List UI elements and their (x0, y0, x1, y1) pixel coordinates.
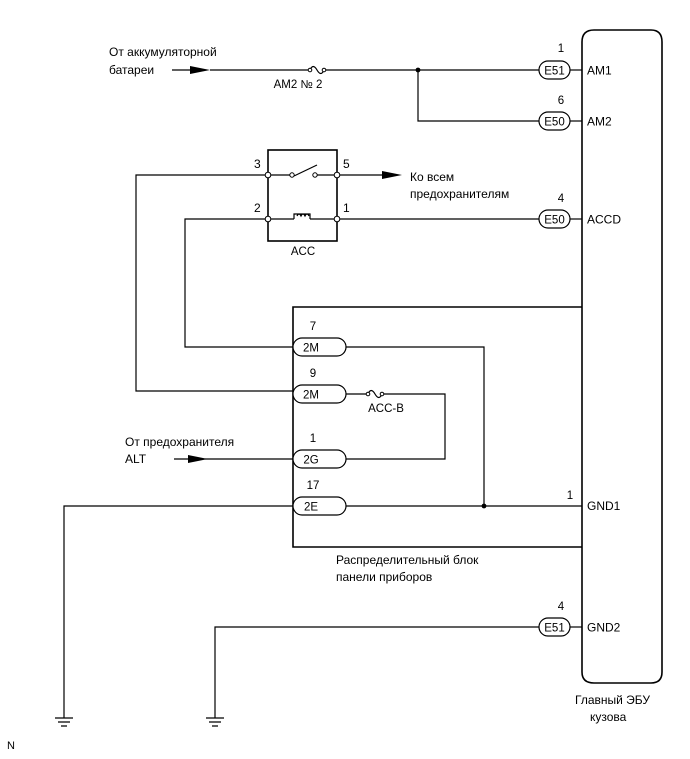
jb-connector-2m-9: 2M 9 (292, 368, 347, 404)
relay-coil-icon (293, 213, 311, 219)
svg-text:AM1: AM1 (587, 64, 612, 78)
junction-block-outline (292, 306, 582, 548)
splice-dot-am (415, 67, 421, 73)
ecu-label: Главный ЭБУ (575, 693, 650, 707)
svg-text:7: 7 (310, 321, 316, 333)
svg-text:17: 17 (307, 480, 320, 492)
ecu-body (581, 29, 663, 684)
svg-text:2M: 2M (303, 343, 319, 355)
jb-connector-2m-7: 2M 7 (292, 321, 347, 357)
svg-text:4: 4 (558, 193, 565, 205)
corner-mark: N (7, 740, 15, 752)
ecu-connector-gnd2: E51 4 GND2 (538, 601, 621, 637)
ecu-terminal-gnd1: 1 GND1 (567, 490, 621, 513)
arrow-all-fuses-icon (382, 171, 402, 179)
fuse-am2-no2-label: AM2 № 2 (274, 79, 323, 91)
ecu-connector-am1: E51 1 AM1 (538, 43, 612, 80)
svg-text:ACCD: ACCD (587, 213, 621, 227)
splice-dot-gnd1 (481, 503, 487, 509)
svg-text:4: 4 (558, 601, 565, 613)
fuse-am2-no2-icon (309, 65, 325, 75)
fuse-acc-b-label: ACC-B (368, 403, 404, 415)
fuse-acc-b-icon (367, 389, 383, 399)
relay-pin-2: 2 (254, 201, 261, 215)
svg-text:1: 1 (558, 43, 564, 55)
svg-text:9: 9 (310, 368, 316, 380)
jb-connector-2g-1: 2G 1 (292, 433, 347, 469)
relay-pin-5: 5 (343, 157, 350, 171)
ground-icon (206, 717, 224, 727)
svg-text:2E: 2E (304, 502, 318, 514)
relay-acc-box (267, 149, 338, 242)
svg-text:E50: E50 (544, 117, 564, 129)
svg-text:E51: E51 (544, 66, 564, 78)
ecu-connector-am2: E50 6 AM2 (538, 95, 612, 131)
arrow-alt-icon (188, 455, 208, 463)
ground-icon (55, 717, 73, 727)
svg-text:2M: 2M (303, 390, 319, 402)
junction-block-label-2: панели приборов (336, 570, 432, 584)
alt-source-label: От предохранителя (125, 435, 234, 449)
alt-source-label-2: ALT (125, 452, 147, 466)
all-fuses-label: Ко всем (410, 170, 454, 184)
svg-text:AM2: AM2 (587, 115, 612, 129)
arrow-battery-icon (190, 66, 210, 74)
ecu-label-2: кузова (590, 710, 627, 724)
svg-text:2G: 2G (303, 455, 318, 467)
battery-source-label-2: батареи (109, 63, 154, 77)
all-fuses-label-2: предохранителям (410, 187, 509, 201)
svg-text:1: 1 (567, 490, 573, 502)
svg-text:GND1: GND1 (587, 499, 621, 513)
junction-block-label: Распределительный блок (336, 553, 479, 567)
jb-connector-2e-17: 2E 17 (292, 480, 347, 516)
ecu-connector-accd: E50 4 ACCD (538, 193, 621, 229)
relay-pin-3: 3 (254, 157, 261, 171)
relay-terminals (264, 171, 341, 223)
relay-label: ACC (291, 246, 315, 258)
svg-text:6: 6 (558, 95, 564, 107)
svg-text:1: 1 (310, 433, 316, 445)
relay-pin-1: 1 (343, 201, 350, 215)
svg-text:E50: E50 (544, 215, 564, 227)
battery-source-label: От аккумуляторной (109, 45, 217, 59)
svg-text:E51: E51 (544, 623, 564, 635)
wires (63, 69, 582, 718)
svg-text:GND2: GND2 (587, 621, 621, 635)
